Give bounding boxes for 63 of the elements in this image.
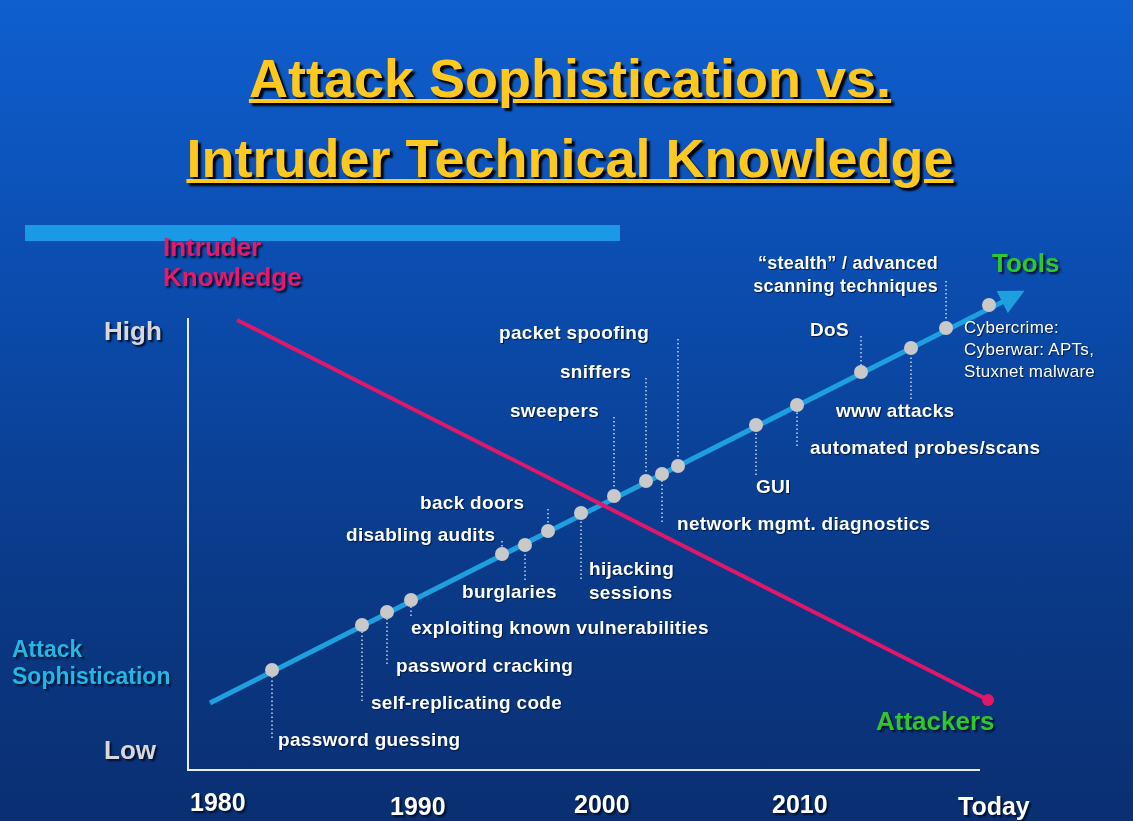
leader-line <box>271 676 273 739</box>
event-label: password guessing <box>278 728 461 752</box>
leader-line <box>661 480 663 523</box>
timeline-dot <box>404 593 418 607</box>
event-label: disabling audits <box>346 523 496 547</box>
event-label: burglaries <box>462 580 557 604</box>
leader-line <box>677 338 679 460</box>
leader-line <box>945 280 947 322</box>
event-label: DoS <box>810 318 849 342</box>
axis-label: Low <box>104 735 156 765</box>
leader-line <box>755 431 757 476</box>
timeline-dot <box>639 474 653 488</box>
timeline-dot <box>790 398 804 412</box>
timeline-dot <box>749 418 763 432</box>
leader-line <box>860 335 862 366</box>
timeline-dot <box>541 524 555 538</box>
event-label: packet spoofing <box>499 321 650 345</box>
title: Attack Sophistication vs. Intruder Technical Knowledge <box>185 47 955 190</box>
timeline-dot <box>607 489 621 503</box>
event-label: www attacks <box>836 399 955 423</box>
series-label: Tools <box>992 248 1060 278</box>
leader-line <box>410 606 412 617</box>
leader-line <box>645 377 647 475</box>
tick-label: 1990 <box>390 792 446 821</box>
leader-line <box>613 416 615 490</box>
timeline-dot <box>518 538 532 552</box>
event-label: exploiting known vulnerabilities <box>411 616 709 640</box>
leader-line <box>796 411 798 447</box>
tick-label: 2000 <box>574 790 630 819</box>
leader-line <box>386 618 388 665</box>
axis-label: High <box>104 316 162 346</box>
timeline-dot <box>655 467 669 481</box>
timeline-dot <box>939 321 953 335</box>
timeline-dot <box>982 298 996 312</box>
event-label: hijacking sessions <box>589 557 689 605</box>
tick-label: Today <box>958 792 1030 821</box>
tick-label: 2010 <box>772 790 828 819</box>
event-label: sniffers <box>560 360 632 384</box>
event-label: sweepers <box>510 399 599 423</box>
timeline-dot <box>495 547 509 561</box>
timeline-dot <box>904 341 918 355</box>
event-label: GUI <box>756 475 791 499</box>
leader-line <box>361 631 363 702</box>
event-label: Cybercrime: Cyberwar: APTs, Stuxnet malware <box>964 317 1097 383</box>
axis-title: Attack Sophistication <box>12 636 172 690</box>
event-label: password cracking <box>396 654 574 678</box>
timeline-dot <box>355 618 369 632</box>
timeline-dot <box>671 459 685 473</box>
axis-title: Intruder Knowledge <box>163 232 303 292</box>
series-label: Attackers <box>876 706 995 736</box>
tick-label: 1980 <box>190 788 246 817</box>
leader-line <box>580 519 582 580</box>
timeline-dot <box>265 663 279 677</box>
timeline-dot <box>854 365 868 379</box>
leader-line <box>547 508 549 525</box>
event-label: “stealth” / advanced scanning techniques <box>722 252 938 298</box>
timeline-dot <box>574 506 588 520</box>
event-label: automated probes/scans <box>810 436 1041 460</box>
event-label: back doors <box>420 491 525 515</box>
timeline-dot <box>380 605 394 619</box>
event-label: network mgmt. diagnostics <box>677 512 931 536</box>
event-label: self-replicating code <box>371 691 563 715</box>
leader-line <box>501 540 503 548</box>
